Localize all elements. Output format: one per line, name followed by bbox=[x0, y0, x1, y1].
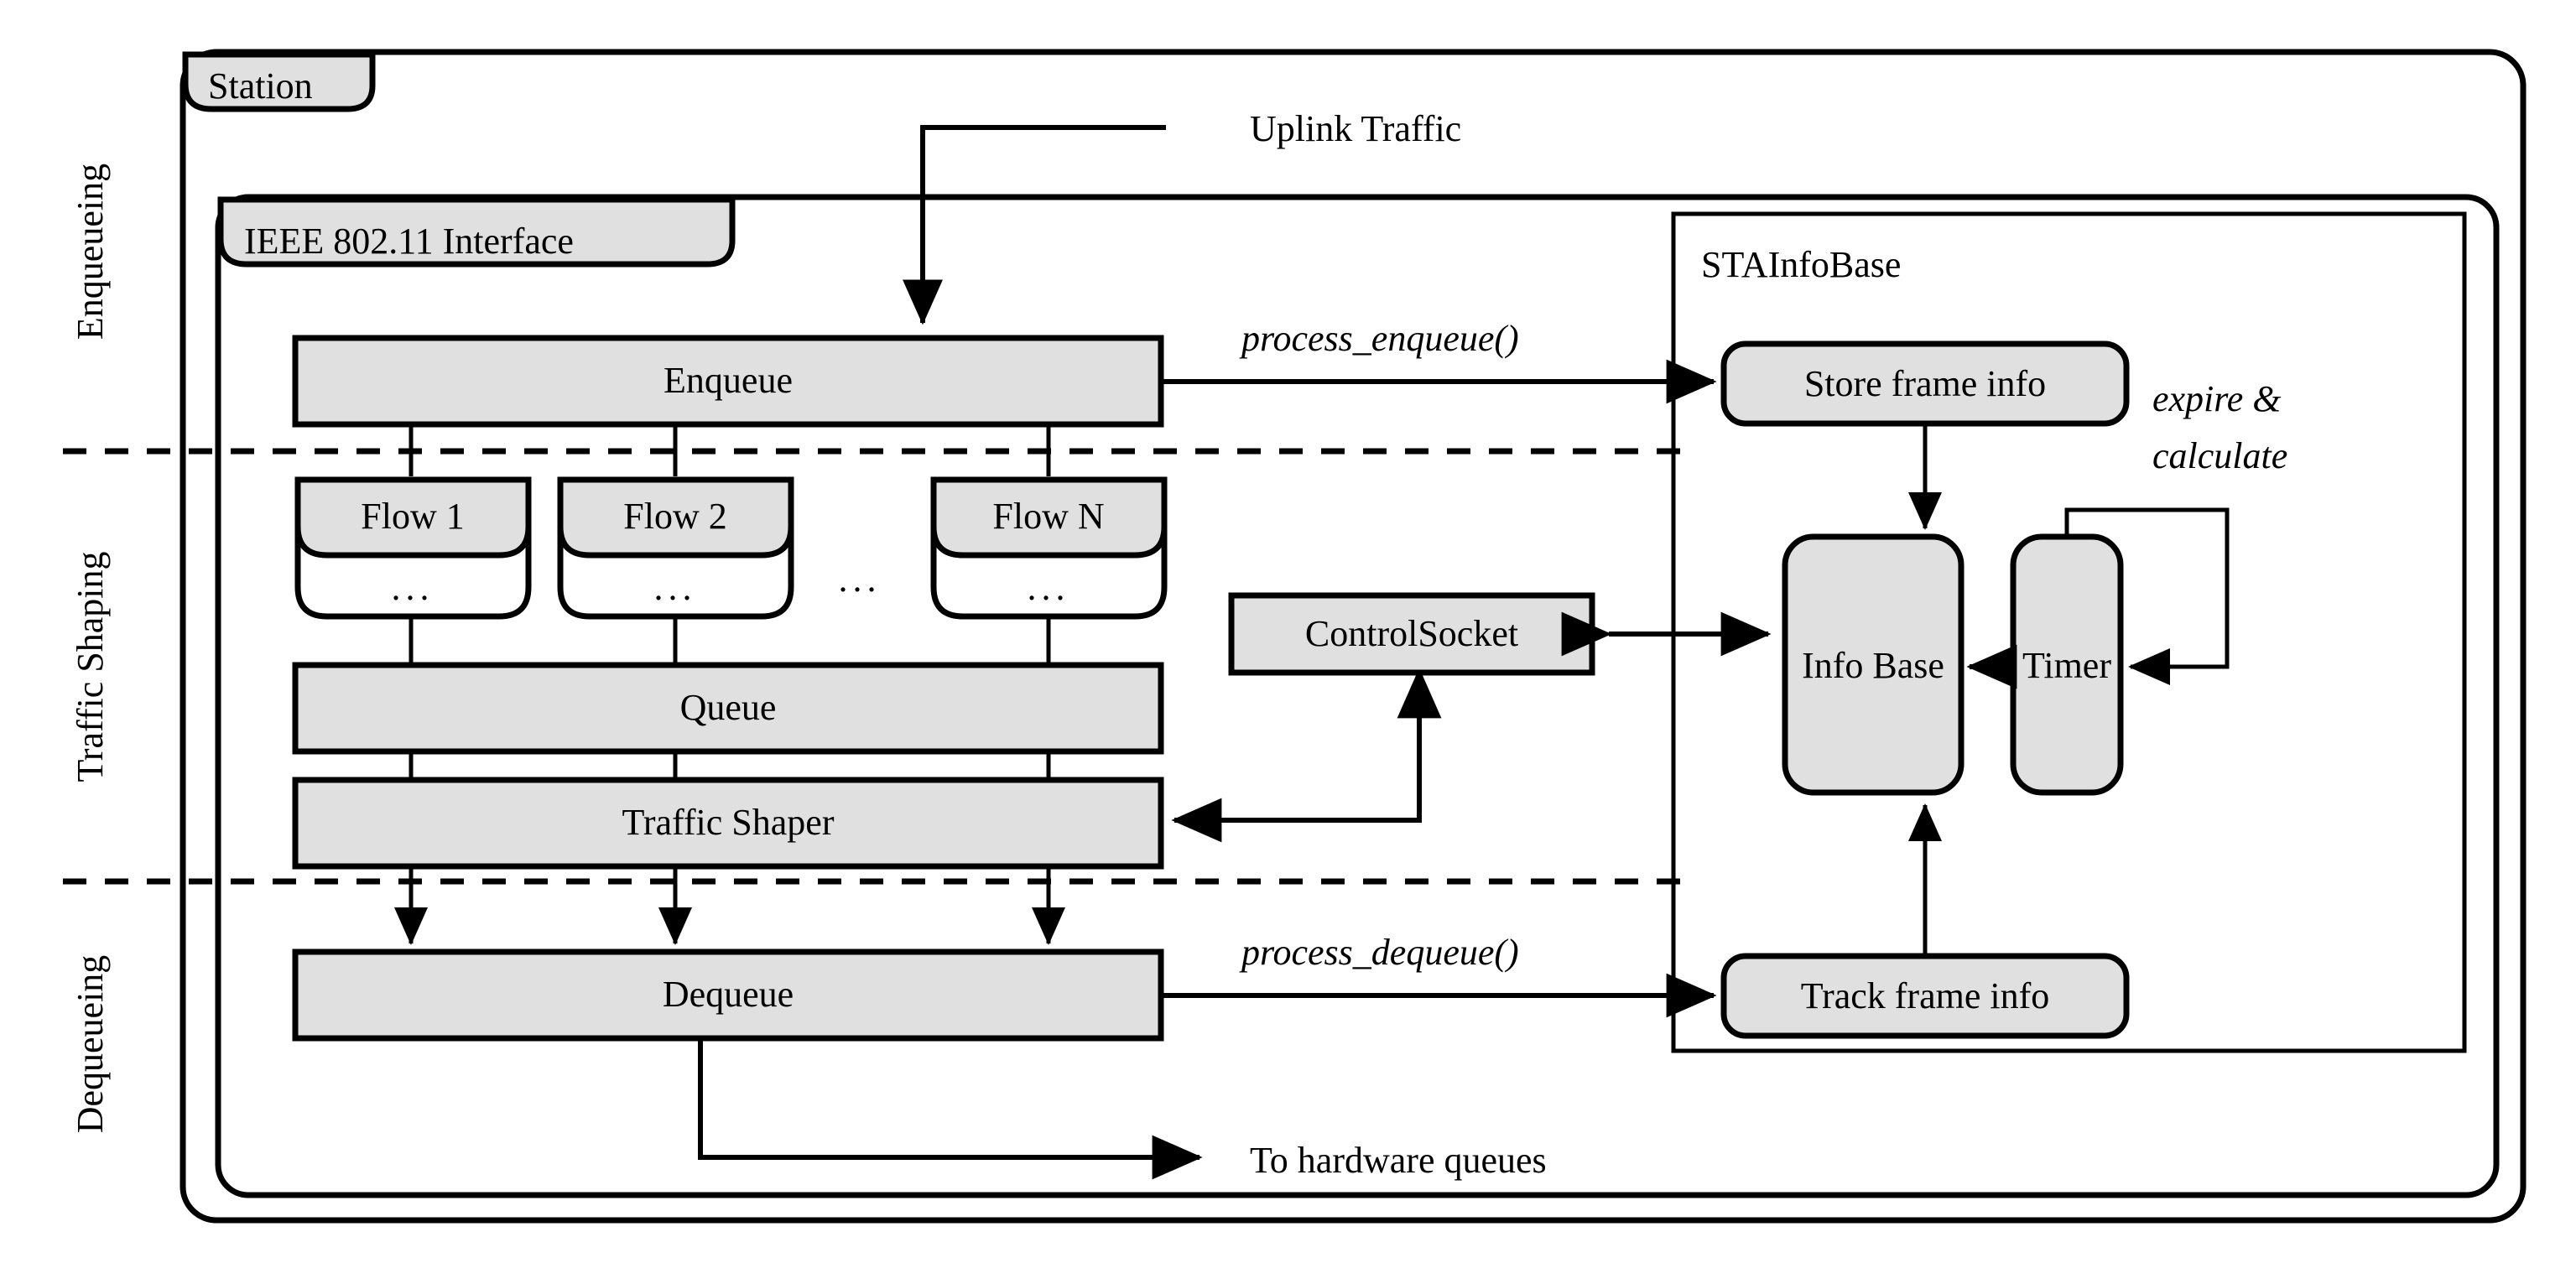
ieee-interface-label: IEEE 802.11 Interface bbox=[244, 221, 574, 262]
flow-n-body-dots: ... bbox=[1028, 567, 1070, 608]
flow-1-header bbox=[294, 476, 532, 559]
process-dequeue-label: process_dequeue() bbox=[1239, 932, 1519, 973]
traffic-shaper-label: Traffic Shaper bbox=[622, 802, 835, 843]
to-hardware-queues-line bbox=[698, 1038, 1203, 1180]
store-frame-info-label: Store frame info bbox=[1804, 363, 2046, 404]
flow-1-label: Flow 1 bbox=[361, 496, 464, 537]
ieee-interface-tab bbox=[217, 196, 736, 268]
enqueue-label: Enqueue bbox=[664, 360, 793, 401]
flow-2-body-dots: ... bbox=[654, 567, 697, 608]
uplink-traffic-label: Uplink Traffic bbox=[1250, 108, 1461, 149]
stage-label-enqueueing: Enqueueing bbox=[70, 164, 111, 340]
flow-n-label: Flow N bbox=[992, 496, 1104, 537]
flow-2-header bbox=[557, 476, 794, 559]
dequeue-label: Dequeue bbox=[663, 974, 794, 1015]
timer-label: Timer bbox=[2022, 645, 2111, 686]
station-label: Station bbox=[208, 65, 313, 107]
info-base-block bbox=[1782, 533, 1965, 796]
flow-1-body-dots: ... bbox=[392, 567, 435, 608]
timer-self-loop bbox=[2064, 507, 2230, 686]
stage-label-traffic-shaping: Traffic Shaping bbox=[70, 552, 111, 782]
enqueue-block bbox=[292, 335, 1164, 428]
control-socket-label: ControlSocket bbox=[1305, 613, 1518, 654]
to-hardware-queues-label: To hardware queues bbox=[1250, 1140, 1547, 1181]
expire-calculate-label-line2: calculate bbox=[2152, 435, 2287, 476]
station-container bbox=[180, 49, 2527, 1224]
stage-label-dequeueing: Dequeueing bbox=[70, 955, 111, 1134]
traffic-shaper-block bbox=[292, 777, 1164, 870]
ieee-interface-container bbox=[215, 194, 2500, 1198]
flow-group-ellipsis: ... bbox=[839, 559, 882, 600]
dequeue-block bbox=[292, 949, 1164, 1042]
flow-2-label: Flow 2 bbox=[623, 496, 726, 537]
stainfobase-container bbox=[1671, 211, 2467, 1053]
controlsocket-to-shaper-line bbox=[1171, 673, 1422, 843]
queue-label: Queue bbox=[680, 687, 777, 728]
flow-n-header bbox=[930, 476, 1168, 559]
track-frame-info-label: Track frame info bbox=[1801, 975, 2050, 1016]
process-enqueue-label: process_enqueue() bbox=[1239, 318, 1519, 359]
stainfobase-label: STAInfoBase bbox=[1701, 244, 1901, 285]
expire-calculate-label-line1: expire & bbox=[2152, 378, 2282, 419]
queue-block bbox=[292, 662, 1164, 755]
uplink-traffic-line bbox=[903, 125, 1166, 325]
info-base-label: Info Base bbox=[1802, 645, 1944, 686]
station-tab-shape bbox=[182, 51, 376, 112]
